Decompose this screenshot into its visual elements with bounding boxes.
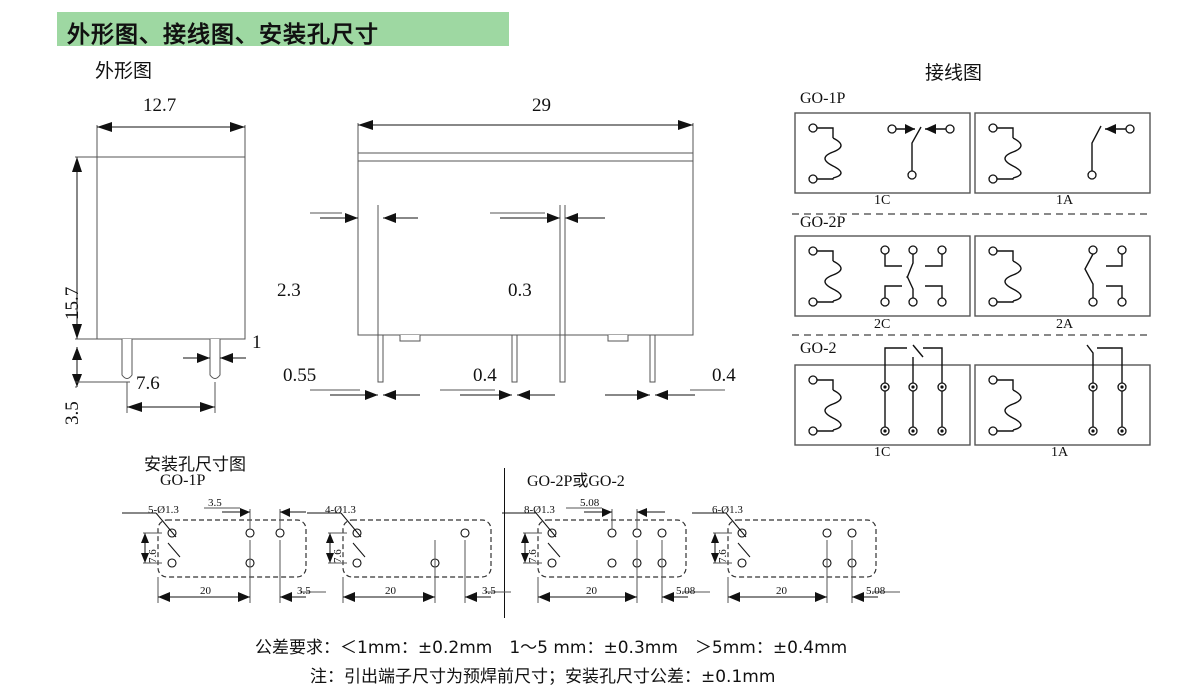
mounting-row-dim-4: 7.6: [717, 549, 729, 563]
mounting-row-dim-1: 7.6: [147, 549, 159, 563]
side-view-edge-offset-label: 2.3: [277, 280, 301, 301]
wiring-caption-2a: 2A: [1056, 317, 1074, 332]
wiring-caption-go2-1c: 1C: [874, 445, 891, 460]
wiring-group-label-go-2: GO-2: [800, 340, 837, 357]
mounting-section-heading: 安装孔尺寸图: [144, 455, 246, 475]
mounting-hole-callout-6: 6-Ø1.3: [712, 504, 743, 516]
wiring-group-label-go-1p: GO-1P: [800, 90, 846, 107]
mounting-plate-4-hole: [307, 495, 525, 610]
front-view-height-label: 15.7: [62, 286, 83, 320]
mounting-span-dim-4: 20: [776, 585, 787, 597]
front-view-pin-pitch-label: 7.6: [136, 373, 160, 394]
mounting-group-label-go-1p: GO-1P: [160, 472, 206, 489]
front-view-pin-width-label: 1: [252, 332, 262, 353]
mounting-row-dim-3: 7.6: [527, 549, 539, 563]
mounting-span-dim-1: 20: [200, 585, 211, 597]
wiring-divider-2: [792, 333, 1152, 337]
front-view-drawing: [50, 95, 340, 425]
mounting-span-dim-2: 20: [385, 585, 396, 597]
side-view-pin-width-mid-label: 0.4: [473, 365, 497, 386]
mounting-hole-callout-4: 4-Ø1.3: [325, 504, 356, 516]
mounting-end-dim-4: 5.08: [866, 585, 886, 597]
wiring-caption-go2-1a: 1A: [1051, 445, 1069, 460]
wiring-diagram-1c: [794, 112, 971, 194]
front-view-width-label: 12.7: [143, 95, 177, 116]
remark-note: 注：引出端子尺寸为预焊前尺寸；安装孔尺寸公差：±0.1mm: [310, 667, 776, 687]
mounting-end-dim-2: 3.5: [482, 585, 496, 597]
wiring-caption-1a: 1A: [1056, 193, 1074, 208]
tolerance-note: 公差要求：＜1mm：±0.2mm 1～5 mm：±0.3mm ＞5mm：±0.4…: [255, 638, 848, 658]
side-view-drawing: [310, 95, 725, 425]
page-title-bar: 外形图、接线图、安装孔尺寸: [57, 12, 509, 48]
wiring-caption-2c: 2C: [874, 317, 891, 332]
mounting-plate-8-hole: [502, 495, 720, 610]
wiring-diagram-2a: [974, 235, 1151, 317]
mounting-plate-5-hole: [122, 495, 340, 610]
side-view-pin-width-left-label: 0.55: [283, 365, 317, 386]
mounting-group-label-go-2p-or-go-2: GO-2P或GO-2: [527, 473, 625, 490]
mounting-hole-callout-5: 5-Ø1.3: [148, 504, 179, 516]
wiring-diagram-go2-1a: [974, 344, 1151, 446]
page-title: 外形图、接线图、安装孔尺寸: [67, 22, 379, 48]
side-view-length-label: 29: [532, 95, 551, 116]
outline-section-heading: 外形图: [95, 60, 153, 82]
wiring-diagram-2c: [794, 235, 971, 317]
mounting-end-dim-1: 3.5: [297, 585, 311, 597]
mounting-hole-callout-8: 8-Ø1.3: [524, 504, 555, 516]
wiring-diagram-go2-1c: [794, 344, 971, 446]
mounting-row-dim-2: 7.6: [332, 549, 344, 563]
wiring-diagram-1a: [974, 112, 1151, 194]
wiring-divider-1: [792, 212, 1152, 216]
mounting-section-divider: [503, 468, 506, 618]
mounting-span-dim-3: 20: [586, 585, 597, 597]
side-view-pin-thickness-label: 0.3: [508, 280, 532, 301]
mounting-pitch-dim-3: 5.08: [580, 497, 600, 509]
front-view-pin-length-label: 3.5: [62, 401, 83, 425]
mounting-end-dim-3: 5.08: [676, 585, 696, 597]
mounting-pitch-dim-1: 3.5: [208, 497, 222, 509]
wiring-group-label-go-2p: GO-2P: [800, 214, 846, 231]
wiring-section-heading: 接线图: [925, 62, 983, 84]
wiring-caption-1c: 1C: [874, 193, 891, 208]
side-view-pin-width-right-label: 0.4: [712, 365, 736, 386]
mounting-plate-6-hole: [692, 495, 910, 610]
